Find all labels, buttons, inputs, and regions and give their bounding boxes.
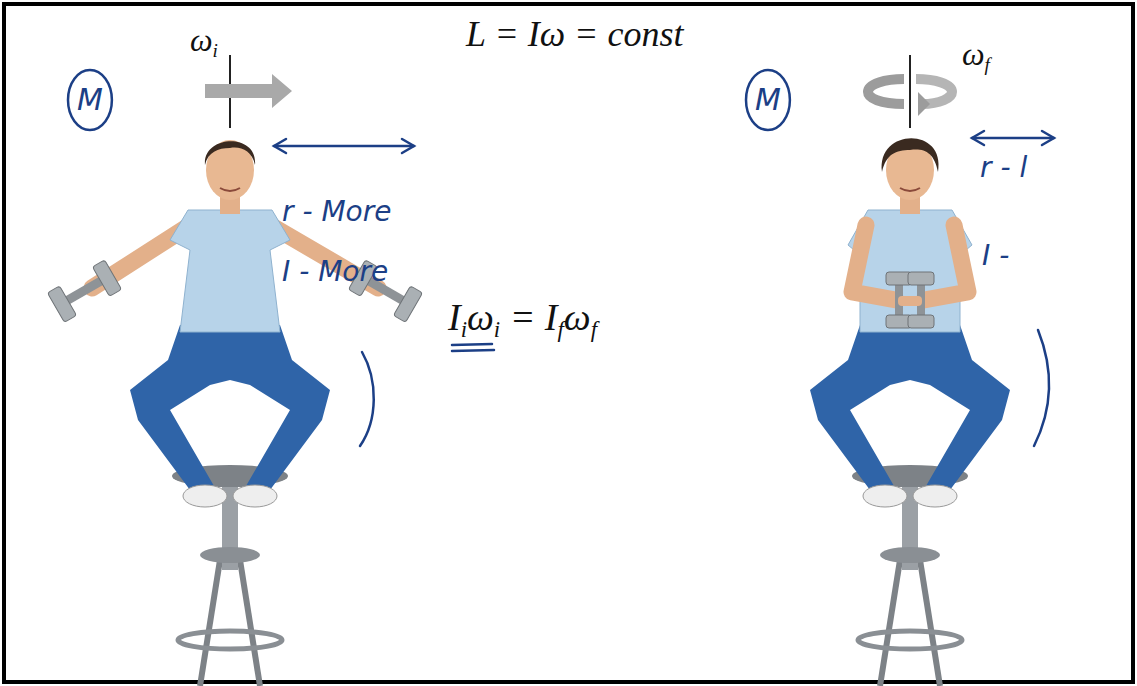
right-man [810,138,1010,686]
arrow-head [918,92,930,116]
rotation-arrow [205,74,292,108]
title-formula: L = Iω = const [466,14,683,55]
hand-note: I - More [282,256,388,288]
circled-letter: M [744,68,792,132]
hand-annotation [274,131,1054,446]
hand-note: r - More [282,196,392,228]
hand-note: r - l [980,152,1027,184]
mass-label: M [77,83,103,118]
angular-velocity: ωi [190,22,218,59]
circled-letter: M [66,68,114,132]
rotation-axis [909,55,911,128]
rotation-arrow [868,79,904,104]
left-man [47,140,422,686]
angular-velocity: ωf [962,36,990,73]
conservation-formula: Iiωi = Ifωf [448,296,597,340]
mass-label: M [755,83,781,118]
frame [4,4,1133,682]
hand-note: I - [982,240,1009,272]
